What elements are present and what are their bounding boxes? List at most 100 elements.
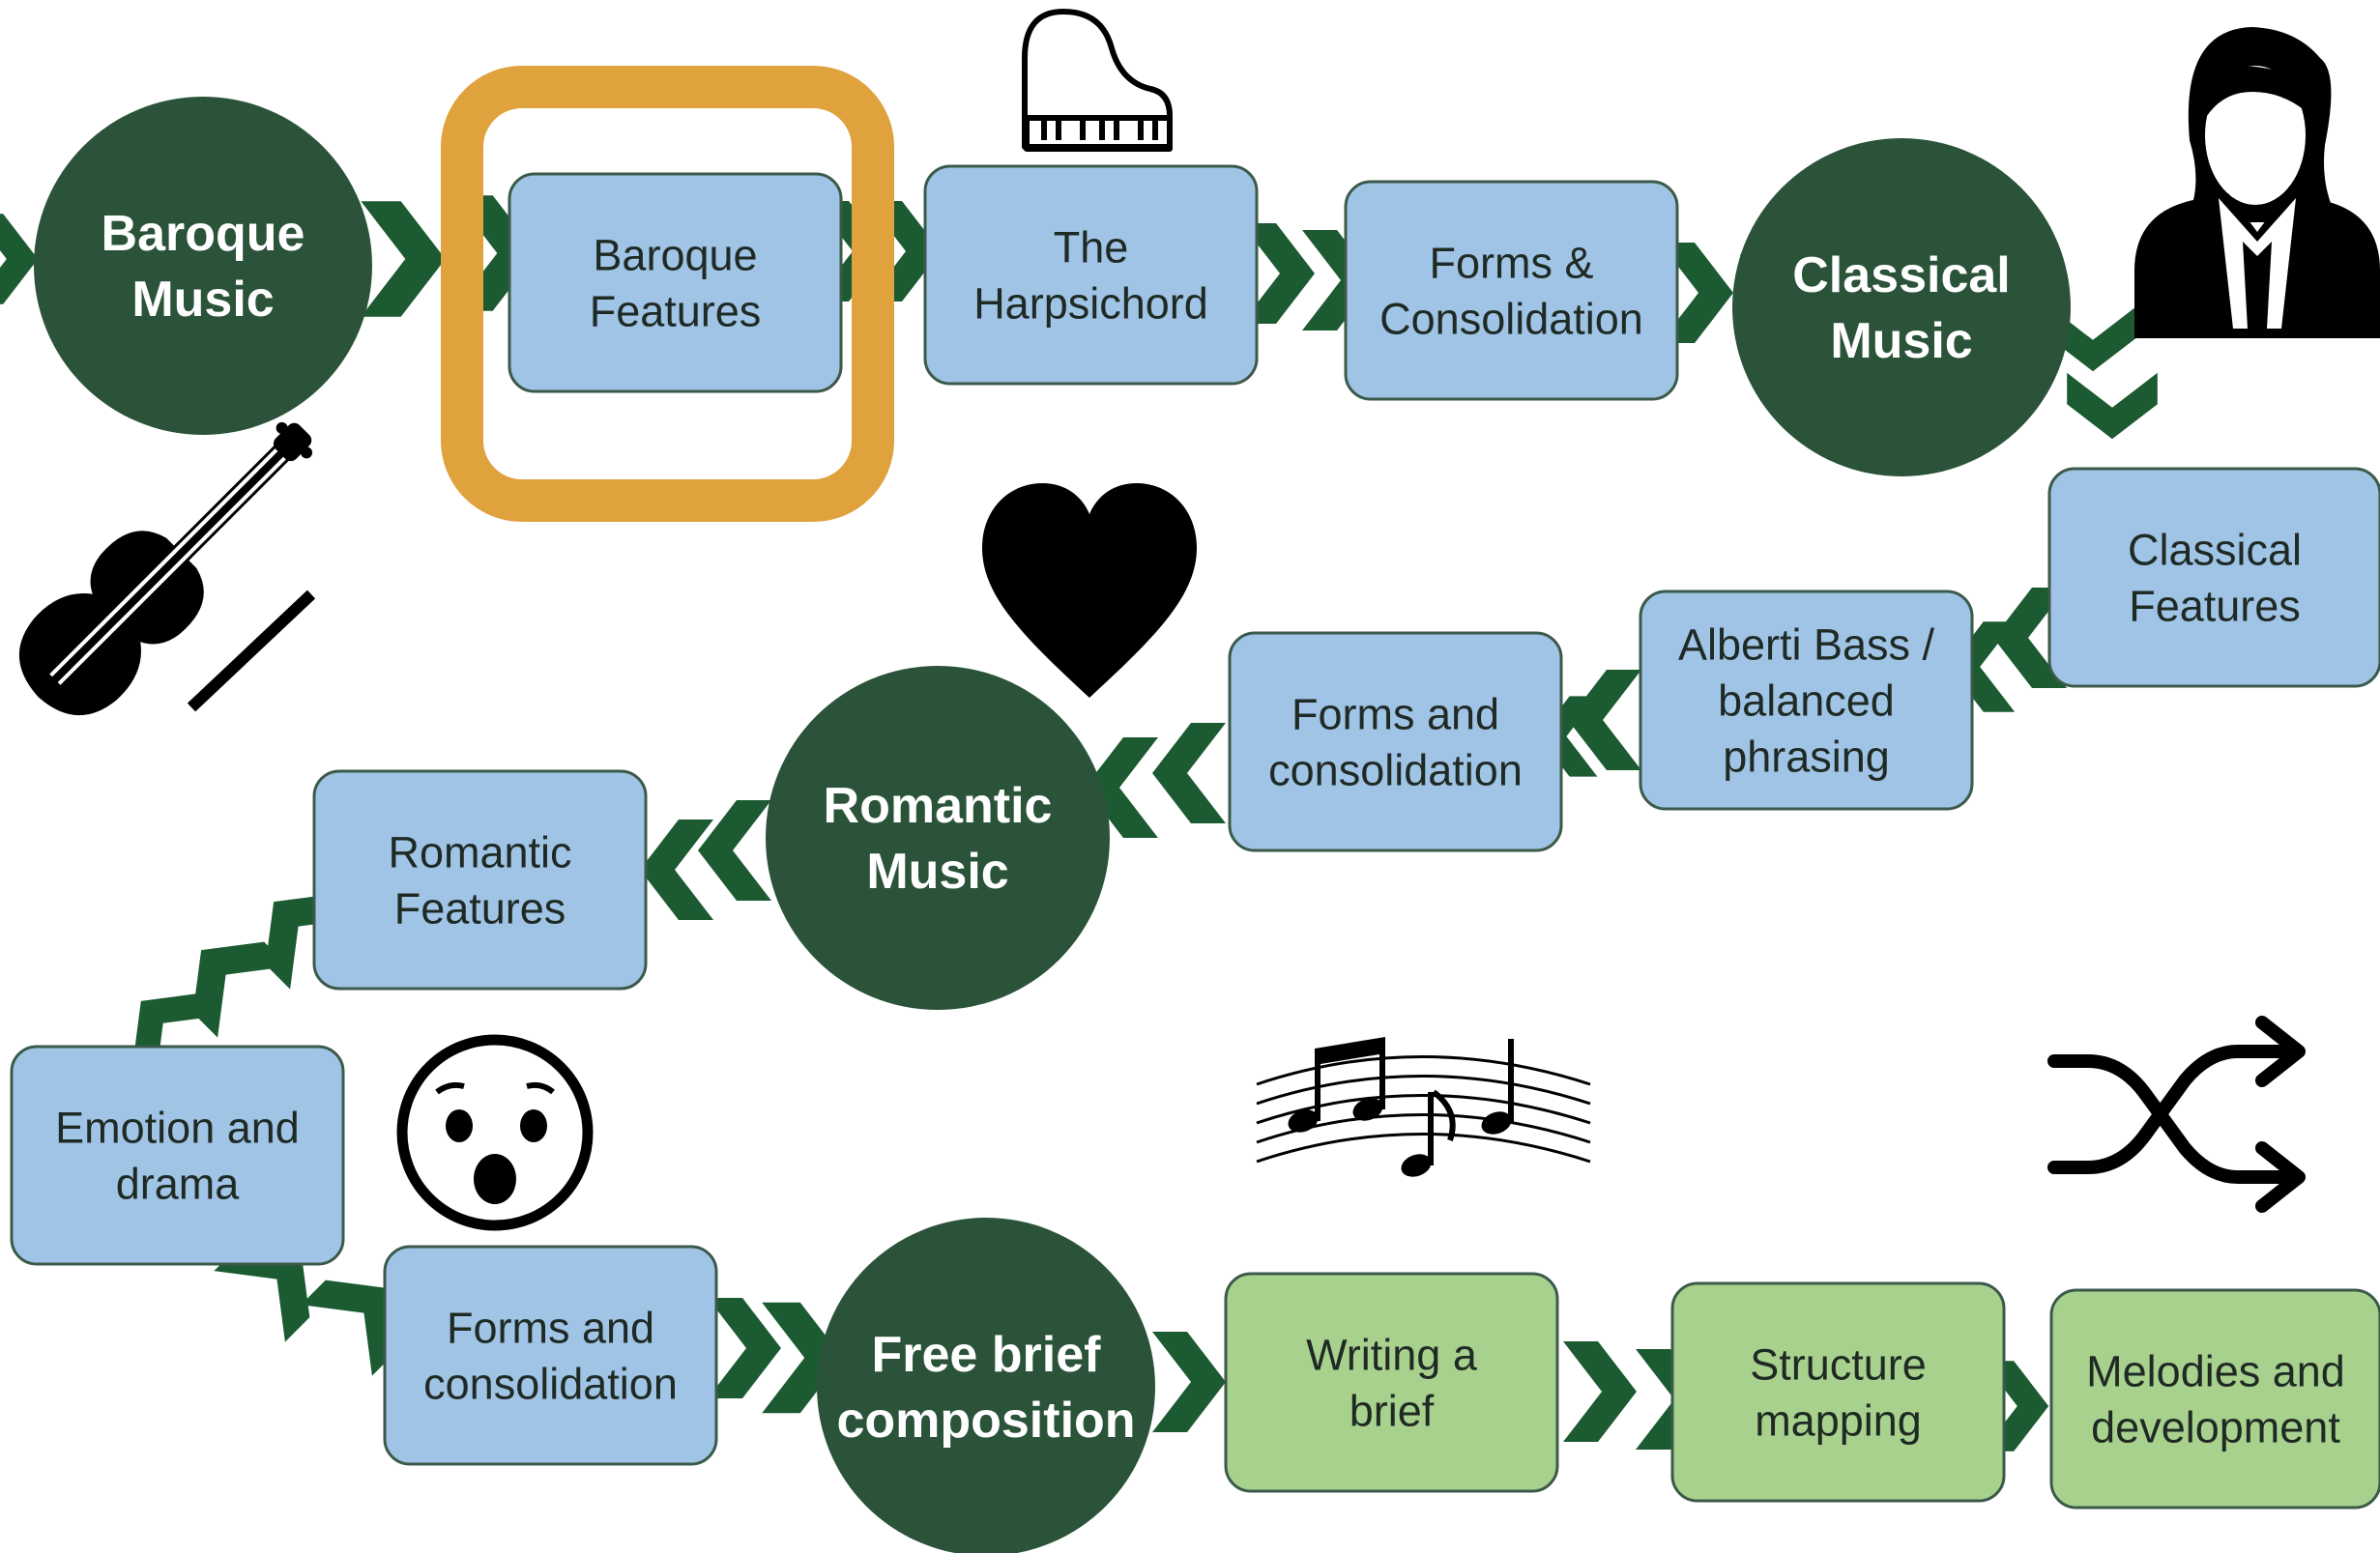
topic-circle-shape	[766, 666, 1110, 1010]
flow-chevron	[1563, 1341, 1637, 1442]
node-label-line: Writing a	[1306, 1330, 1478, 1379]
node-label-line: Features	[2129, 581, 2301, 630]
node-label-line: consolidation	[1268, 745, 1523, 794]
node-label-line: Forms and	[447, 1303, 654, 1352]
step-box-forms-consolidation-2: Forms and consolidation	[1228, 631, 1563, 852]
node-label-line: drama	[116, 1159, 241, 1208]
flow-chevron	[1568, 670, 1641, 770]
node-label-line: The	[1054, 222, 1129, 272]
surprised-face-icon	[396, 1034, 594, 1231]
step-box-shape	[383, 1245, 718, 1466]
node-label-line: Romantic	[388, 827, 571, 877]
music-notes-icon	[1256, 1037, 1591, 1177]
flow-chevron	[0, 214, 39, 304]
node-label: Free brief composition	[836, 1327, 1135, 1449]
node-label-line: consolidation	[423, 1359, 678, 1408]
flow-chevron	[1993, 588, 2067, 688]
node-label: Writing a brief	[1306, 1330, 1478, 1435]
step-box-shape	[1228, 631, 1563, 852]
step-box-writing-brief: Writing a brief	[1224, 1272, 1559, 1493]
node-label-line: phrasing	[1723, 732, 1890, 781]
step-box-shape	[1344, 180, 1679, 401]
node-label-line: Features	[394, 883, 566, 933]
current-step-highlight	[441, 66, 894, 522]
node-label-line: Forms &	[1429, 238, 1593, 287]
node-label-line: Consolidation	[1379, 294, 1643, 343]
step-box-emotion-drama: Emotion and drama	[10, 1045, 345, 1266]
node-label-line: development	[2091, 1402, 2340, 1452]
step-box-shape	[923, 164, 1259, 386]
flow-chevron	[301, 1280, 397, 1376]
node-label: Melodies and development	[2086, 1346, 2345, 1452]
flow-chevron	[361, 201, 446, 317]
flow-chevron	[708, 1298, 781, 1398]
flow-chevron	[1152, 723, 1226, 823]
step-box-forms-consolidation-1: Forms & Consolidation	[1344, 180, 1679, 401]
node-label-line: Forms and	[1292, 689, 1499, 738]
node-label-line: Music	[866, 844, 1008, 900]
flow-chevron	[2067, 372, 2158, 440]
topic-circle-free-brief: Free brief composition	[817, 1218, 1155, 1553]
node-label-line: Classical	[2128, 525, 2302, 574]
node-label: Alberti Bass / balanced phrasing	[1678, 619, 1935, 781]
step-box-shape	[10, 1045, 345, 1266]
node-label-line: Romantic	[824, 778, 1053, 834]
flow-chevron	[214, 1246, 310, 1342]
node-label-line: Music	[131, 272, 274, 328]
node-label-line: Emotion and	[55, 1103, 300, 1152]
shuffle-icon	[2047, 1016, 2306, 1213]
step-box-forms-consolidation-3: Forms and consolidation	[383, 1245, 718, 1466]
node-label: Structure mapping	[1750, 1339, 1927, 1445]
node-label-line: mapping	[1755, 1395, 1922, 1445]
node-label-line: Classical	[1792, 247, 2011, 303]
step-box-shape	[1224, 1272, 1559, 1493]
step-box-alberti-bass: Alberti Bass / balanced phrasing	[1639, 590, 1974, 811]
topic-circle-shape	[817, 1218, 1155, 1553]
step-box-shape	[312, 769, 648, 991]
topic-circle-shape	[34, 97, 372, 435]
node-label-line: Features	[590, 286, 762, 335]
node-label-line: brief	[1350, 1386, 1435, 1435]
node-label-line: Baroque	[102, 206, 305, 262]
violin-icon	[18, 421, 316, 716]
node-label-line: Structure	[1750, 1339, 1927, 1389]
node-label-line: composition	[836, 1393, 1135, 1449]
step-box-melodies-development: Melodies and development	[2049, 1288, 2380, 1510]
node-label-line: Melodies and	[2086, 1346, 2345, 1395]
step-box-shape	[1639, 590, 1974, 811]
node-label-line: Baroque	[593, 230, 757, 279]
node-label-line: Harpsichord	[973, 278, 1208, 328]
person-icon	[2134, 27, 2380, 338]
flow-chevron	[1152, 1332, 1226, 1432]
step-box-shape	[2047, 467, 2380, 688]
step-box-shape	[508, 172, 843, 393]
flow-chevron	[1982, 1361, 2049, 1452]
node-label-line: Free brief	[872, 1327, 1102, 1383]
flow-chevron	[1660, 243, 1733, 343]
node-label: Emotion and drama	[55, 1103, 300, 1208]
node-label: Forms and consolidation	[1268, 689, 1523, 794]
node-label-line: balanced	[1718, 676, 1895, 725]
step-box-structure-mapping: Structure mapping	[1670, 1281, 2006, 1503]
topic-circle-shape	[1732, 138, 2071, 476]
flow-chevron	[1241, 223, 1315, 324]
piano-icon	[1022, 9, 1173, 152]
node-label-line: Music	[1830, 313, 1972, 369]
flow-chevron	[698, 800, 771, 901]
node-label-line: Alberti Bass /	[1678, 619, 1935, 669]
